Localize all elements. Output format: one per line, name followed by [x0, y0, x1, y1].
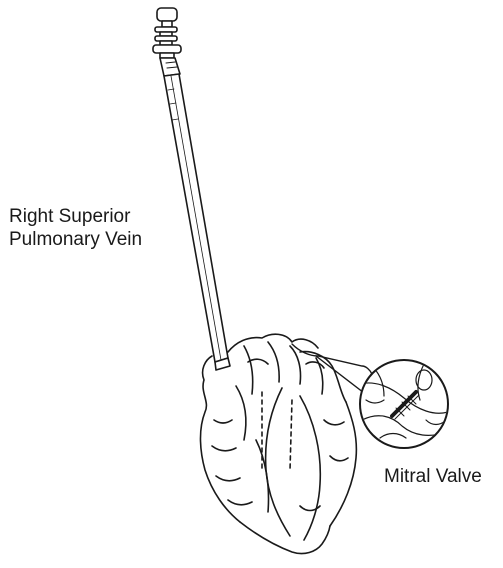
label-right-superior: Right Superior: [9, 205, 130, 228]
label-pulmonary-vein: Pulmonary Vein: [9, 228, 142, 251]
mitral-valve-inset: [360, 360, 448, 448]
label-mitral-valve: Mitral Valve: [384, 465, 482, 488]
catheter-device: [153, 8, 230, 370]
